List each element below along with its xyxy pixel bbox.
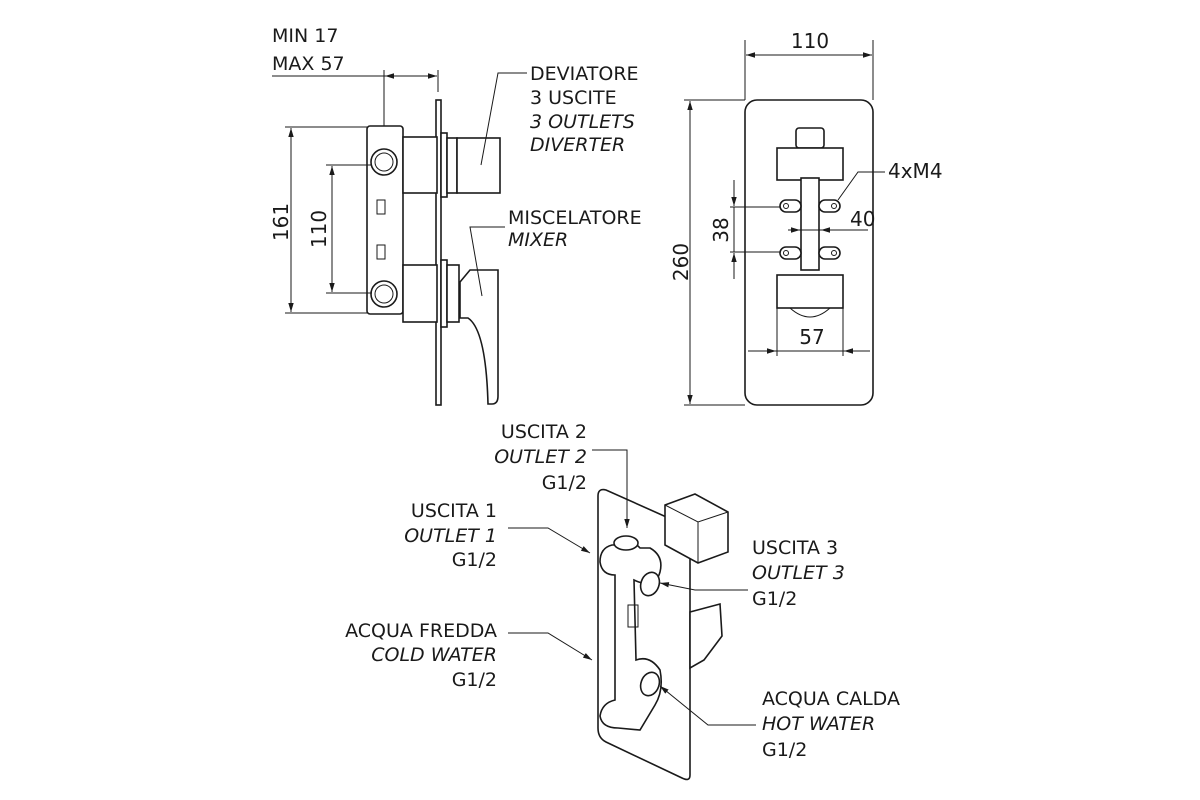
diverter-label-it-2: 3 USCITE [530, 87, 617, 109]
svg-text:ACQUA CALDA: ACQUA CALDA [762, 688, 900, 710]
svg-text:G1/2: G1/2 [542, 472, 587, 494]
screw-spec-label: 4xM4 [888, 159, 943, 183]
svg-text:HOT WATER: HOT WATER [762, 713, 875, 735]
svg-text:G1/2: G1/2 [452, 549, 497, 571]
iso-diverter-knob [664, 493, 729, 564]
cold-leader [508, 632, 593, 661]
svg-text:G1/2: G1/2 [452, 669, 497, 691]
mixer-lever [459, 269, 499, 405]
svg-text:USCITA 3: USCITA 3 [752, 537, 838, 559]
diverter-label-en-2: DIVERTER [530, 134, 625, 156]
plate-width-label: 110 [791, 29, 829, 53]
outlet1-callout: USCITA 1 OUTLET 1 G1/2 [404, 500, 497, 571]
outlet3-callout: USCITA 3 OUTLET 3 G1/2 [752, 537, 845, 610]
screw-lugs [779, 199, 841, 260]
body-spine [800, 177, 820, 271]
svg-text:USCITA 2: USCITA 2 [501, 421, 587, 443]
depth-max-label: MAX 57 [272, 53, 345, 75]
plate-height-label: 260 [669, 243, 693, 281]
inlet-spacing-label: 110 [307, 210, 331, 248]
svg-text:G1/2: G1/2 [752, 588, 797, 610]
hot-leader [659, 685, 756, 726]
mixer-label-en: MIXER [508, 229, 568, 251]
mixer-cartridge [402, 264, 438, 323]
diverter-cartridge [402, 136, 438, 194]
side-view: MIN 17 MAX 57 161 [269, 25, 642, 406]
front-view: 110 260 38 40 4x [669, 29, 943, 406]
outlet3-leader [659, 582, 748, 591]
outlet2-callout: USCITA 2 OUTLET 2 G1/2 [494, 421, 587, 494]
svg-text:OUTLET 3: OUTLET 3 [752, 562, 845, 584]
wall-plate [435, 99, 442, 406]
diverter-leader [480, 72, 527, 166]
svg-text:COLD WATER: COLD WATER [371, 644, 497, 666]
height-dimension-label: 161 [269, 203, 293, 241]
outlet2-leader [592, 449, 628, 527]
cold-water-callout: ACQUA FREDDA COLD WATER G1/2 [345, 620, 497, 691]
svg-text:OUTLET 1: OUTLET 1 [404, 525, 497, 547]
screw-vertical-label: 38 [709, 217, 733, 242]
diverter-knob [456, 137, 501, 194]
iso-outlet-2-port [613, 535, 639, 551]
svg-text:ACQUA FREDDA: ACQUA FREDDA [345, 620, 497, 642]
depth-min-label: MIN 17 [272, 25, 338, 47]
iso-outlet-3-port [639, 571, 661, 597]
screw-leader [837, 171, 885, 201]
iso-mixer-lever [689, 602, 723, 670]
diverter-label-it: DEVIATORE [530, 63, 639, 85]
iso-hot-port [639, 671, 661, 697]
isometric-view: USCITA 2 OUTLET 2 G1/2 USCITA 1 OUTLET 1… [345, 421, 900, 781]
svg-text:USCITA 1: USCITA 1 [411, 500, 497, 522]
outlet1-leader [508, 527, 591, 554]
svg-text:OUTLET 2: OUTLET 2 [494, 446, 587, 468]
diverter-label-en: 3 OUTLETS [530, 111, 635, 133]
screw-horizontal-label: 40 [850, 207, 875, 231]
svg-text:G1/2: G1/2 [762, 739, 807, 761]
mixer-leader [469, 226, 505, 297]
hot-water-callout: ACQUA CALDA HOT WATER G1/2 [762, 688, 900, 761]
mixer-label-it: MISCELATORE [508, 207, 642, 229]
body-width-label: 57 [799, 325, 824, 349]
